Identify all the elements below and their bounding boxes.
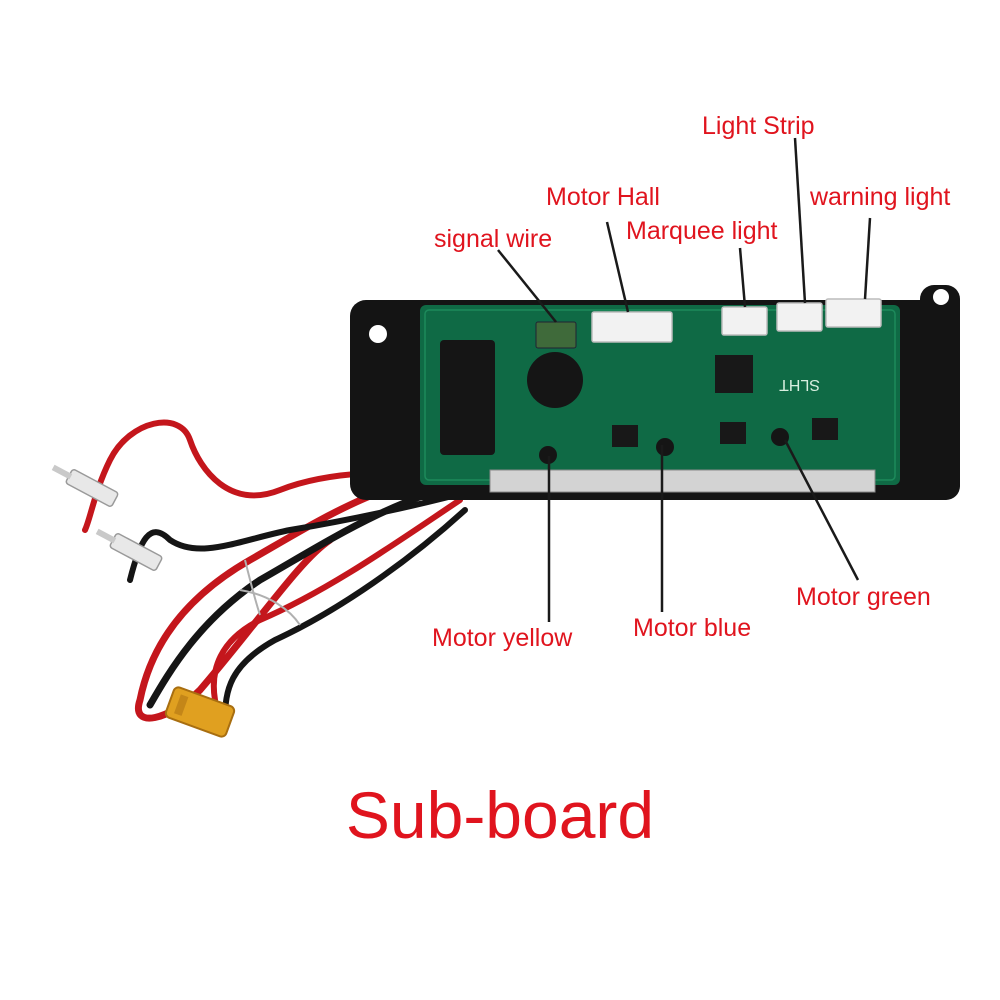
screw-blue [656, 438, 674, 456]
marquee-light-connector [721, 306, 768, 336]
wire-terminal-2 [95, 528, 163, 571]
red-wire-loop [134, 466, 474, 722]
black-wire-lower [222, 507, 468, 723]
callout-motor-blue: Motor blue [633, 614, 752, 642]
light-strip-connector [776, 302, 823, 332]
black-wire-left [127, 487, 478, 583]
main-ic [715, 355, 753, 393]
buzzer [527, 352, 583, 408]
pcb: SLHT [420, 298, 900, 493]
callout-signal-wire: signal wire [434, 225, 553, 253]
motor-hall-connector [591, 311, 673, 343]
driver-ic-3 [812, 418, 838, 440]
inductor [440, 340, 495, 455]
leader-signal-wire [497, 249, 557, 323]
cable-tie [239, 559, 301, 626]
warning-light-connector [825, 298, 882, 328]
callout-warning-light: warning light [810, 183, 951, 211]
signal-connector [535, 321, 577, 349]
leader-warning-light [863, 217, 872, 300]
driver-ic-2 [720, 422, 746, 444]
screw-yellow [539, 446, 557, 464]
board-silkscreen: SLHT [779, 376, 820, 393]
callout-marquee-light: Marquee light [626, 217, 778, 245]
callout-light-strip: Light Strip [702, 112, 815, 140]
xt-plug [164, 686, 236, 738]
leader-lines [497, 137, 872, 622]
leader-light-strip [793, 137, 807, 304]
leader-motor-green [783, 439, 860, 581]
red-wire-lower [210, 497, 463, 703]
callout-motor-hall: Motor Hall [546, 183, 660, 211]
wire-terminal-1 [51, 464, 119, 507]
mount-hole-left [369, 325, 387, 343]
driver-ic-1 [612, 425, 638, 447]
callout-motor-yellow: Motor yellow [432, 624, 573, 652]
leader-marquee-light [738, 247, 747, 308]
leader-motor-hall [605, 221, 630, 313]
callout-motor-green: Motor green [796, 583, 931, 611]
black-wire-loop [146, 476, 479, 709]
diagram-title: Sub-board [345, 778, 655, 852]
phase-bus-bar [489, 469, 876, 493]
